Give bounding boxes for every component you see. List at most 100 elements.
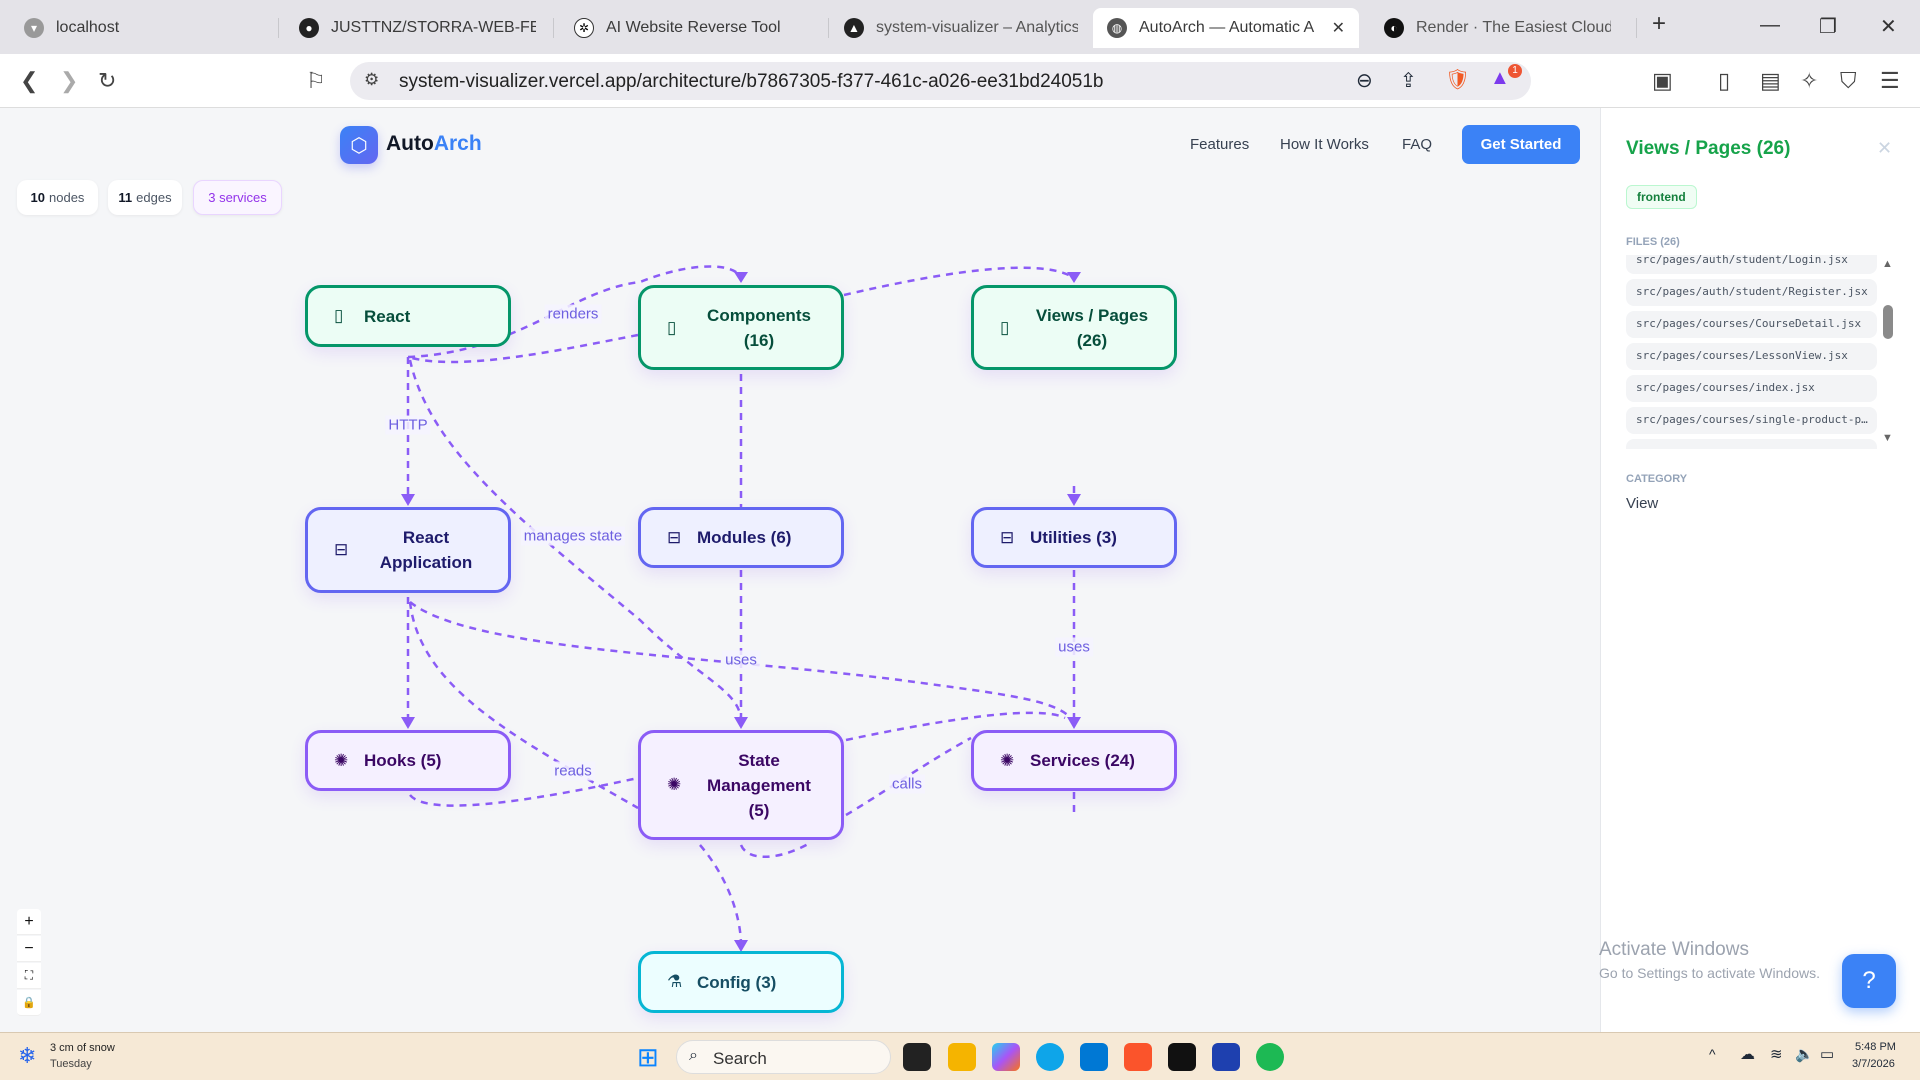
notification-badge: 1	[1508, 64, 1522, 78]
files-label: FILES (26)	[1626, 236, 1680, 248]
close-window-button[interactable]: ✕	[1880, 16, 1897, 38]
vscode-icon[interactable]	[1080, 1043, 1108, 1071]
brave-shield-icon[interactable]: 🛡	[1445, 69, 1471, 91]
weather-text[interactable]: 3 cm of snow	[50, 1042, 115, 1054]
brave-rewards-icon[interactable]: ▲	[1490, 67, 1510, 89]
zoom-out-button[interactable]: −	[17, 936, 41, 962]
leo-ai-icon[interactable]: ✧	[1800, 68, 1819, 93]
node-components[interactable]: ▯Components (16)	[638, 285, 844, 370]
arrowhead	[1067, 717, 1081, 729]
brand-name[interactable]: AutoArch	[386, 132, 482, 155]
node-config[interactable]: ⚗Config (3)	[638, 951, 844, 1013]
copilot-icon[interactable]	[992, 1043, 1020, 1071]
zoom-in-button[interactable]: +	[17, 909, 41, 935]
node-hooks[interactable]: ✺Hooks (5)	[305, 730, 511, 791]
edge-app-services	[409, 601, 1076, 723]
zoom-icon[interactable]: ⊖	[1356, 70, 1373, 92]
vpn-icon[interactable]: ⛉	[1840, 68, 1857, 93]
windows-taskbar: ❄ 3 cm of snow Tuesday ⊞ ⌕ Search ^ ☁ ≋ …	[0, 1032, 1920, 1080]
start-button[interactable]: ⊞	[637, 1042, 659, 1072]
edge-label-renders: renders	[544, 304, 602, 324]
taskbar-search[interactable]: ⌕ Search	[676, 1040, 891, 1074]
wallet-icon[interactable]: ▤	[1760, 68, 1781, 93]
close-tab-icon[interactable]: ✕	[1331, 20, 1345, 37]
node-utilities[interactable]: ⊟Utilities (3)	[971, 507, 1177, 568]
site-settings-icon[interactable]: ⚙	[364, 70, 380, 89]
edge-react-state	[408, 359, 743, 723]
node-views-pages[interactable]: ▯Views / Pages (26)	[971, 285, 1177, 370]
node-react[interactable]: ▯React	[305, 285, 511, 347]
brave-icon[interactable]	[1124, 1043, 1152, 1071]
terminal-icon[interactable]	[1168, 1043, 1196, 1071]
nav-faq[interactable]: FAQ	[1402, 136, 1433, 153]
file-item[interactable]: src/pages/auth/student/Register.jsx	[1626, 279, 1877, 306]
nav-how-it-works[interactable]: How It Works	[1280, 136, 1369, 153]
tab-autoarch[interactable]: ◍AutoArch — Automatic A✕	[1093, 8, 1359, 48]
globe-icon: ◍	[1107, 18, 1127, 38]
tab-localhost[interactable]: ▾localhost	[10, 8, 275, 48]
menu-icon[interactable]: ☰	[1880, 68, 1900, 93]
back-button[interactable]: ❮	[20, 68, 39, 93]
new-tab-button[interactable]: +	[1652, 10, 1667, 37]
edge-app-state-reads	[408, 601, 639, 810]
snow-icon: ❄	[18, 1043, 37, 1068]
tab-github[interactable]: ●JUSTTNZ/STORRA-WEB-FE	[285, 8, 550, 48]
weather-day: Tuesday	[50, 1058, 92, 1070]
gear-icon: ✺	[334, 750, 349, 770]
spotify-icon[interactable]	[1256, 1043, 1284, 1071]
tab-render[interactable]: ◐Render · The Easiest Cloud Fo	[1370, 8, 1625, 48]
help-button[interactable]: ?	[1842, 954, 1896, 1008]
scroll-down-arrow[interactable]: ▼	[1882, 432, 1893, 444]
store-icon[interactable]	[1212, 1043, 1240, 1071]
tab-ai-reverse[interactable]: ✲AI Website Reverse Tool	[560, 8, 825, 48]
fit-view-button[interactable]: ⛶	[17, 963, 41, 989]
services-count-pill[interactable]: 3 services	[193, 180, 282, 215]
tab-analytics[interactable]: ▲system-visualizer – Analytics	[830, 8, 1092, 48]
file-list-scrollbar[interactable]	[1883, 305, 1893, 339]
file-item[interactable]	[1626, 439, 1877, 449]
tray-chevron-icon[interactable]: ^	[1709, 1046, 1716, 1062]
nav-features[interactable]: Features	[1190, 136, 1250, 153]
mobile-icon: ▯	[667, 317, 677, 337]
scroll-up-arrow[interactable]: ▲	[1882, 258, 1893, 270]
address-bar[interactable]: ⚙ system-visualizer.vercel.app/architect…	[350, 62, 1531, 100]
close-panel-icon[interactable]: ✕	[1877, 138, 1893, 158]
node-modules[interactable]: ⊟Modules (6)	[638, 507, 844, 568]
activate-windows-title: Activate Windows	[1599, 939, 1749, 960]
file-item[interactable]: src/pages/courses/CourseDetail.jsx	[1626, 311, 1877, 338]
file-explorer-icon[interactable]	[948, 1043, 976, 1071]
category-badge: frontend	[1626, 185, 1697, 209]
wifi-icon[interactable]: ≋	[1770, 1046, 1783, 1063]
file-item[interactable]: src/pages/courses/index.jsx	[1626, 375, 1877, 402]
battery-icon[interactable]: ▭	[1820, 1046, 1835, 1063]
autoarch-logo-icon[interactable]: ⬡	[340, 126, 378, 164]
node-react-application[interactable]: ⊟React Application	[305, 507, 511, 593]
reader-icon[interactable]: ▣	[1652, 68, 1673, 93]
clock-date[interactable]: 3/7/2026	[1852, 1058, 1895, 1070]
minimize-button[interactable]: —	[1760, 14, 1780, 36]
restore-button[interactable]: ❐	[1819, 16, 1837, 38]
file-item[interactable]: src/pages/courses/LessonView.jsx	[1626, 343, 1877, 370]
sidebar-icon[interactable]: ▯	[1718, 68, 1731, 93]
bookmark-icon[interactable]: ⚐	[306, 68, 326, 93]
vercel-icon: ▲	[844, 18, 864, 38]
forward-button[interactable]: ❯	[60, 68, 79, 93]
gear-icon: ✺	[1000, 750, 1015, 770]
onedrive-icon[interactable]: ☁	[1740, 1046, 1755, 1063]
volume-icon[interactable]: 🔈	[1795, 1046, 1814, 1063]
node-services[interactable]: ✺Services (24)	[971, 730, 1177, 791]
edge-icon[interactable]	[1036, 1043, 1064, 1071]
share-icon[interactable]: ⇪	[1400, 70, 1417, 92]
category-value: View	[1626, 495, 1659, 512]
task-view-icon[interactable]	[903, 1043, 931, 1071]
node-state-management[interactable]: ✺State Management (5)	[638, 730, 844, 840]
file-item[interactable]: src/pages/auth/student/Login.jsx	[1626, 255, 1877, 274]
file-list[interactable]: src/pages/auth/student/Login.jsx src/pag…	[1601, 255, 1901, 449]
url-text[interactable]: system-visualizer.vercel.app/architectur…	[399, 71, 1104, 92]
file-item[interactable]: src/pages/courses/single-product-p…	[1626, 407, 1877, 434]
get-started-button[interactable]: Get Started	[1462, 125, 1580, 164]
clock-time[interactable]: 5:48 PM	[1855, 1041, 1896, 1053]
lock-button[interactable]: 🔒	[17, 990, 41, 1016]
reload-button[interactable]: ↻	[98, 68, 117, 93]
